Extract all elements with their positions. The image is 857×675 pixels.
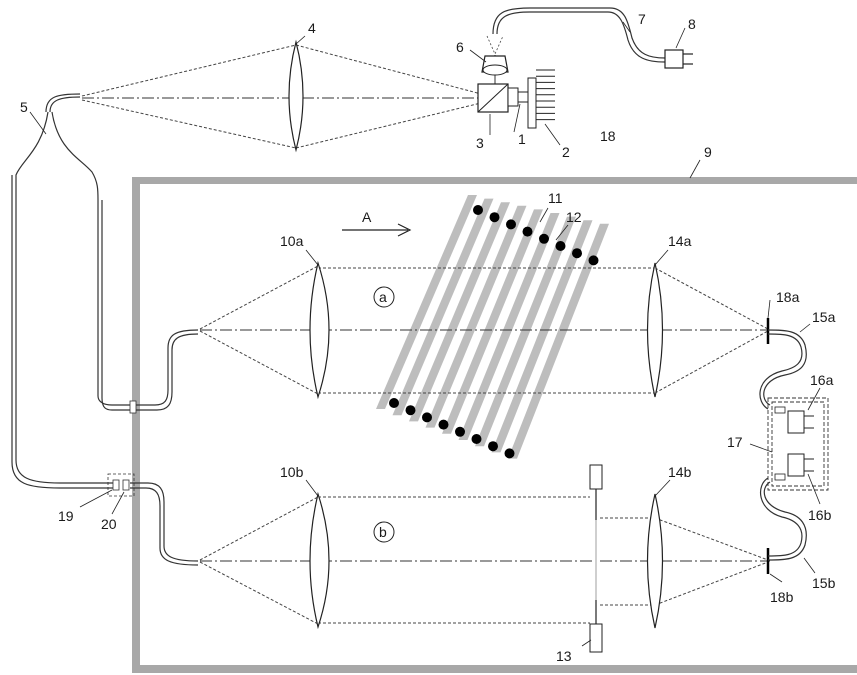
grating-dot [422,412,432,423]
grating-stripe [458,213,560,440]
leader-lines [29,21,821,647]
grating-dot [471,434,482,444]
label-1: 1 [518,131,526,147]
label-11: 11 [548,190,563,206]
connectors-19-20 [107,400,137,497]
circle-label-a [373,286,395,308]
lens-4 [288,39,304,153]
grating-dot [588,255,599,266]
grating-dot [539,233,549,244]
label-14a: 14a [668,233,692,249]
label-20: 20 [101,516,117,532]
label-9: 9 [704,144,712,160]
label-2: 2 [562,144,570,160]
grating-dot [555,241,566,251]
label-19: 19 [58,508,74,524]
detector-assembly-17 [767,397,829,491]
lens-10a [309,260,330,400]
label-7: 7 [638,11,646,27]
label-circle-b: b [379,524,387,540]
grating-stripe [409,202,510,422]
heat-sink [527,69,555,129]
ray-bundles [81,44,769,625]
housing-frame [132,177,857,673]
label-16a: 16a [810,372,834,388]
grating-dot [389,398,399,408]
label-8: 8 [688,16,696,32]
direction-arrow-a [342,223,412,237]
light-source-assembly [477,35,693,129]
grating-dot [572,248,582,259]
label-6: 6 [456,39,464,55]
grating-dots [389,205,599,459]
grating-dot [504,448,515,459]
optical-fibers [11,7,807,566]
label-14b: 14b [668,464,692,480]
lens-14b [646,493,664,629]
grating-stripe [508,223,609,459]
label-12: 12 [566,209,582,225]
grating-dot [473,205,483,215]
grating-stripe [475,216,576,447]
label-4: 4 [308,20,316,36]
label-16b: 16b [808,507,832,523]
label-arrow-a: A [362,209,372,225]
grating-dot [489,212,500,223]
grating-dot [438,419,449,430]
grating-stripe [425,205,527,428]
grating-dot [506,219,516,230]
circle-label-b [373,521,395,543]
grating-stripe [442,209,543,434]
label-18: 18 [600,128,616,144]
label-13: 13 [556,648,572,664]
diagram-labels: 1 2 3 4 5 6 7 8 9 10a 10b 11 12 13 14a 1… [20,11,836,664]
grating-dot [455,426,465,437]
grating-stripe [376,195,477,409]
label-3: 3 [476,135,484,151]
grating-dot [522,226,533,237]
label-5: 5 [20,99,28,115]
slit-element-13 [589,464,603,653]
label-17: 17 [727,434,743,450]
grating-stripe [491,220,593,453]
grating-stripe [392,198,494,416]
label-18b: 18b [770,589,794,605]
label-15b: 15b [812,575,836,591]
grating-stripes [376,195,609,459]
label-10a: 10a [280,233,304,249]
label-circle-a: a [379,289,387,305]
label-10b: 10b [280,464,304,480]
lens-14a [646,262,664,398]
label-18a: 18a [776,289,800,305]
lens-10b [309,491,330,630]
label-15a: 15a [812,309,836,325]
grating-dot [405,405,416,416]
grating-dot [488,441,498,452]
